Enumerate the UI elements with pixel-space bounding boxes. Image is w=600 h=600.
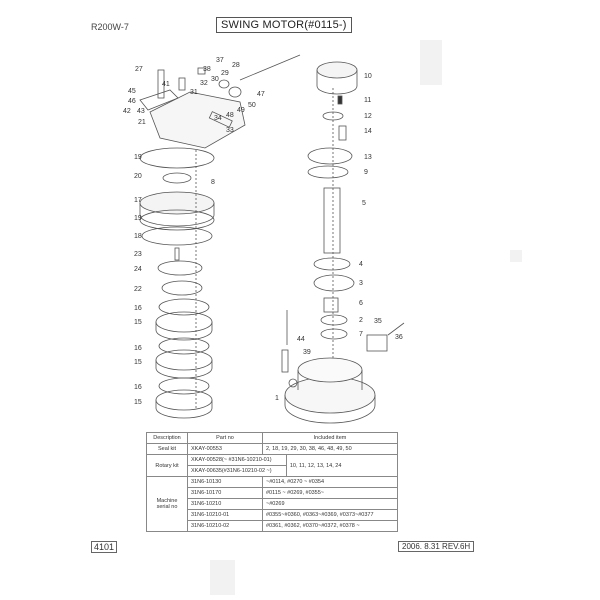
items-cell: 2, 18, 19, 29, 30, 38, 46, 48, 49, 50 [262, 443, 398, 455]
callout: 49 [237, 107, 245, 114]
left-stack-rings [139, 147, 215, 419]
callout: 9 [364, 169, 368, 176]
table-row: 31N6-10170 #0115 ~ #0269, #0355~ [147, 487, 398, 499]
description-cell: Rotary kit [146, 454, 188, 477]
part-no-cell: 31N6-10210 [187, 498, 263, 510]
callout: 37 [216, 57, 224, 64]
callout: 21 [138, 119, 146, 126]
items-cell: ~#0269 [262, 498, 398, 510]
items-cell: #0361, #0362, #0370~#0372, #0378 ~ [262, 520, 398, 532]
callout: 36 [395, 334, 403, 341]
callout: 16 [134, 384, 142, 391]
callout: 31 [190, 89, 198, 96]
callout: 18 [134, 233, 142, 240]
part-no-cell: 31N6-10130 [187, 476, 263, 488]
callout: 28 [232, 62, 240, 69]
callout: 12 [364, 113, 372, 120]
revision-date: 2006. 8.31 REV.6H [398, 541, 475, 552]
callout: 38 [203, 66, 211, 73]
description-cell: Machine serial no [146, 476, 188, 532]
callout: 14 [364, 128, 372, 135]
callout: 34 [214, 115, 222, 122]
callout: 47 [257, 91, 265, 98]
callout: 15 [134, 399, 142, 406]
callout: 4 [359, 261, 363, 268]
callout: 46 [128, 98, 136, 105]
callout: 43 [137, 108, 145, 115]
items-cell: #0355~#0360, #0363~#0369, #0373~#0377 [262, 509, 398, 521]
callout: 3 [359, 280, 363, 287]
callout: 10 [364, 73, 372, 80]
callout: 16 [134, 345, 142, 352]
part-no-cell: 31N6-10170 [187, 487, 263, 499]
callout: 16 [134, 305, 142, 312]
items-cell: ~#0114, #0270 ~ #0354 [262, 476, 398, 488]
callout: 48 [226, 112, 234, 119]
watermark [510, 250, 522, 262]
callout: 11 [364, 97, 372, 104]
items-cell: 10, 11, 12, 13, 14, 24 [285, 454, 399, 477]
callout: 45 [128, 88, 136, 95]
callout: 1 [275, 395, 279, 402]
watermark [210, 560, 235, 595]
callout: 13 [364, 154, 372, 161]
callout: 24 [134, 266, 142, 273]
column-header: Part no [187, 432, 263, 444]
table-header-row: Description Part no Included item [146, 432, 398, 444]
description-cell: Seal kit [146, 443, 188, 455]
table-row: Rotary kit XKAY-00528(~ #31N6-10210-01) … [146, 454, 399, 477]
part-no-cell: XKAY-00553 [187, 443, 263, 455]
callout: 23 [134, 251, 142, 258]
part-no-cell: 31N6-10210-01 [187, 509, 263, 521]
callout: 5 [362, 200, 366, 207]
part-no-cell: XKAY-00635(#31N6-10210-02 ~) [187, 465, 287, 477]
callout: 20 [134, 173, 142, 180]
callout: 15 [134, 359, 142, 366]
watermark [420, 40, 442, 85]
callout: 33 [226, 127, 234, 134]
callout: 32 [200, 80, 208, 87]
callout: 29 [221, 70, 229, 77]
callout: 35 [374, 318, 382, 325]
callout: 42 [123, 108, 131, 115]
callout: 2 [359, 317, 363, 324]
callout: 27 [135, 66, 143, 73]
callout: 17 [134, 197, 142, 204]
callout: 39 [303, 349, 311, 356]
column-header: Included item [262, 432, 398, 444]
page-title: SWING MOTOR(#0115-) [216, 17, 352, 33]
valve-cover [139, 67, 246, 149]
items-cell: #0115 ~ #0269, #0355~ [262, 487, 398, 499]
table-row: Seal kit XKAY-00553 2, 18, 19, 29, 30, 3… [146, 443, 398, 455]
column-header: Description [146, 432, 188, 444]
callout: 50 [248, 102, 256, 109]
part-no-cell: 31N6-10210-02 [187, 520, 263, 532]
kit-table: Description Part no Included item Seal k… [146, 432, 399, 532]
callout: 41 [162, 81, 170, 88]
callout: 6 [359, 300, 363, 307]
part-no-cell: XKAY-00528(~ #31N6-10210-01) [187, 454, 287, 466]
callout: 19 [134, 215, 142, 222]
machine-model: R200W-7 [91, 22, 129, 32]
table-row: Machine serial no 31N6-10130 ~#0114, #02… [146, 476, 398, 532]
callout: 44 [297, 336, 305, 343]
callout: 15 [134, 319, 142, 326]
callout: 30 [211, 76, 219, 83]
table-row: 31N6-10210-02 #0361, #0362, #0370~#0372,… [147, 520, 398, 532]
callout: 19 [134, 154, 142, 161]
right-stack-parts [239, 54, 405, 424]
callout: 8 [211, 179, 215, 186]
callout: 22 [134, 286, 142, 293]
page-number: 4101 [91, 541, 118, 553]
callout: 7 [359, 331, 363, 338]
